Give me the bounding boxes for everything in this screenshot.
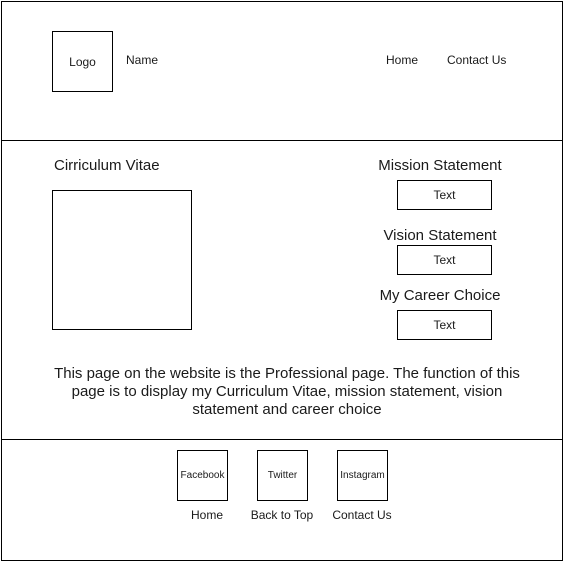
- logo-placeholder[interactable]: Logo: [52, 31, 113, 92]
- main-section: Cirriculum Vitae Mission Statement Text …: [1, 140, 563, 440]
- back-to-top-link[interactable]: Back to Top: [250, 508, 314, 522]
- footer-contact-link[interactable]: Contact Us: [332, 508, 392, 522]
- nav-contact-link[interactable]: Contact Us: [447, 53, 507, 67]
- facebook-link-box[interactable]: Facebook: [177, 450, 228, 501]
- mission-statement-title: Mission Statement: [378, 157, 502, 174]
- career-choice-textbox: Text: [397, 310, 492, 340]
- header-section: Logo Name Home Contact Us: [1, 1, 563, 141]
- mission-statement-textbox: Text: [397, 180, 492, 210]
- twitter-link-box[interactable]: Twitter: [257, 450, 308, 501]
- twitter-label: Twitter: [267, 470, 298, 481]
- facebook-label: Facebook: [180, 470, 225, 481]
- nav-home-link[interactable]: Home: [386, 53, 419, 67]
- career-choice-title: My Career Choice: [379, 287, 501, 304]
- vision-statement-textbox: Text: [397, 245, 492, 275]
- footer-section: Facebook Twitter Instagram Home Back to …: [1, 439, 563, 561]
- cv-title: Cirriculum Vitae: [54, 157, 160, 174]
- career-choice-text: Text: [433, 318, 456, 332]
- cv-image-placeholder: [52, 190, 192, 330]
- instagram-link-box[interactable]: Instagram: [337, 450, 388, 501]
- mission-statement-text: Text: [433, 188, 456, 202]
- logo-label: Logo: [69, 54, 96, 69]
- site-name: Name: [126, 53, 159, 67]
- footer-home-link[interactable]: Home: [190, 508, 223, 522]
- vision-statement-text: Text: [433, 253, 456, 267]
- page-description: This page on the website is the Professi…: [54, 365, 520, 418]
- instagram-label: Instagram: [340, 470, 385, 481]
- vision-statement-title: Vision Statement: [383, 227, 497, 244]
